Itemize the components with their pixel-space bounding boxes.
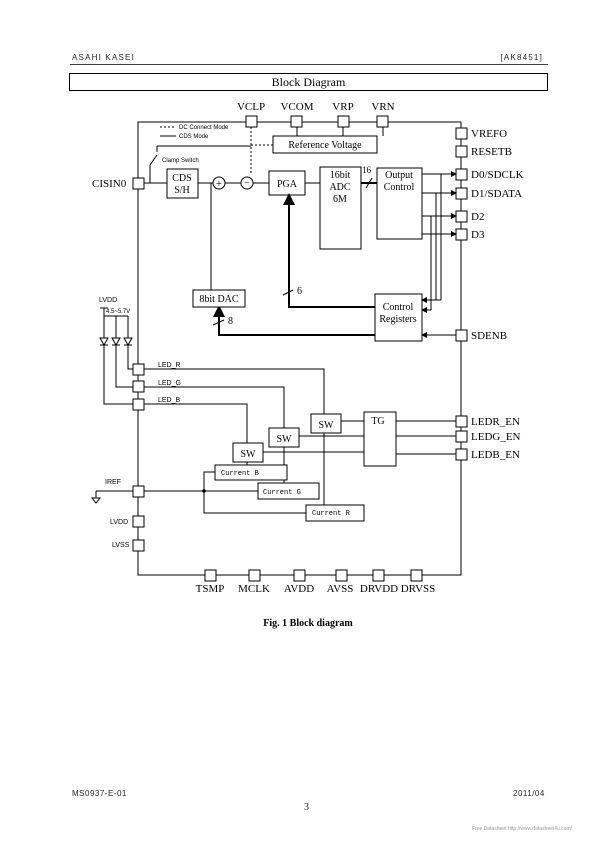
svg-text:Current B: Current B: [221, 470, 259, 478]
top-pins: VCLP VCOM VRP VRN: [237, 101, 395, 128]
label-led-g: LED_G: [158, 380, 181, 387]
adc-bus-width: 16: [362, 165, 372, 175]
dac-bus-width: 8: [228, 316, 233, 327]
svg-text:AVDD: AVDD: [284, 583, 314, 595]
svg-text:TSMP: TSMP: [196, 583, 225, 595]
svg-text:Current R: Current R: [312, 510, 351, 518]
section-title: Block Diagram: [69, 73, 548, 91]
svg-text:D3: D3: [471, 229, 485, 241]
label-led-r: LED_R: [158, 362, 181, 369]
svg-text:SW: SW: [277, 434, 293, 445]
adc-block: [319, 166, 362, 250]
bottom-pins: TSMP MCLK AVDD AVSS DRVDD DRVSS: [196, 569, 436, 595]
svg-text:Control: Control: [384, 182, 415, 193]
svg-text:S/H: S/H: [174, 185, 190, 196]
svg-text:RESETB: RESETB: [471, 146, 512, 158]
dac-block: [192, 289, 246, 308]
svg-text:Output: Output: [385, 170, 413, 181]
svg-text:Control: Control: [383, 302, 414, 313]
reference-voltage-label: Reference Voltage: [288, 140, 362, 151]
sw-r-block: [310, 413, 342, 434]
svg-text:VREFO: VREFO: [471, 128, 507, 140]
header-rule: [70, 64, 548, 65]
footer-watermark: Free Datasheet http://www.datasheet4u.co…: [472, 826, 573, 832]
svg-text:DRVSS: DRVSS: [401, 583, 436, 595]
legend-dc-connect: DC Connect Mode: [179, 125, 229, 131]
svg-text:+: +: [216, 179, 222, 190]
footer-page-number: 3: [304, 802, 310, 813]
tg-block: [363, 411, 397, 467]
svg-text:Registers: Registers: [379, 314, 416, 325]
supply-name: LVDD: [99, 297, 117, 304]
svg-text:8bit DAC: 8bit DAC: [199, 294, 239, 305]
pin-vclp: VCLP: [237, 101, 265, 113]
clamp-switch-label: Clamp Switch: [162, 158, 199, 164]
svg-text:MCLK: MCLK: [238, 583, 270, 595]
figure-caption: Fig. 1 Block diagram: [263, 618, 353, 629]
footer-doc-number: MS0937-E-01: [72, 789, 127, 798]
label-iref: IREF: [105, 479, 121, 486]
legend-cds-mode: CDS Mode: [179, 134, 209, 140]
pin-vrp: VRP: [332, 101, 353, 113]
svg-text:CDS: CDS: [172, 173, 191, 184]
svg-text:SW: SW: [319, 420, 335, 431]
svg-text:ADC: ADC: [329, 182, 350, 193]
label-led-b: LED_B: [158, 397, 181, 404]
company-name: ASAHI KASEI: [72, 53, 135, 62]
footer-date: 2011/04: [513, 789, 545, 798]
pga-bus-width: 6: [297, 286, 302, 297]
pin-vcom: VCOM: [280, 101, 313, 113]
pin-vrn: VRN: [371, 101, 394, 113]
pin-cisin0: CISIN0: [92, 178, 127, 190]
svg-text:6M: 6M: [333, 194, 347, 205]
control-registers-block: [374, 293, 423, 342]
svg-text:D2: D2: [471, 211, 484, 223]
label-lvss: LVSS: [112, 542, 130, 549]
output-control-block: [376, 167, 423, 240]
svg-text:PGA: PGA: [277, 179, 298, 190]
svg-text:SW: SW: [241, 449, 257, 460]
svg-text:LEDB_EN: LEDB_EN: [471, 449, 520, 461]
svg-text:Current G: Current G: [263, 489, 301, 497]
document-id: [AK8451]: [500, 53, 543, 62]
svg-text:D1/SDATA: D1/SDATA: [471, 188, 522, 200]
svg-text:TG: TG: [371, 416, 384, 427]
right-pins: VREFO RESETB D0/SDCLK D1/SDATA D2 D3 SDE…: [455, 127, 524, 461]
svg-text:LEDG_EN: LEDG_EN: [471, 431, 521, 443]
svg-text:AVSS: AVSS: [327, 583, 354, 595]
svg-text:16bit: 16bit: [330, 170, 351, 181]
supply-range: 4.5~5.7V: [106, 309, 130, 315]
label-lvdd: LVDD: [110, 519, 128, 526]
svg-text:LEDR_EN: LEDR_EN: [471, 416, 520, 428]
svg-text:DRVDD: DRVDD: [360, 583, 398, 595]
svg-text:D0/SDCLK: D0/SDCLK: [471, 169, 524, 181]
svg-text:−: −: [244, 178, 250, 189]
svg-text:SDENB: SDENB: [471, 330, 507, 342]
